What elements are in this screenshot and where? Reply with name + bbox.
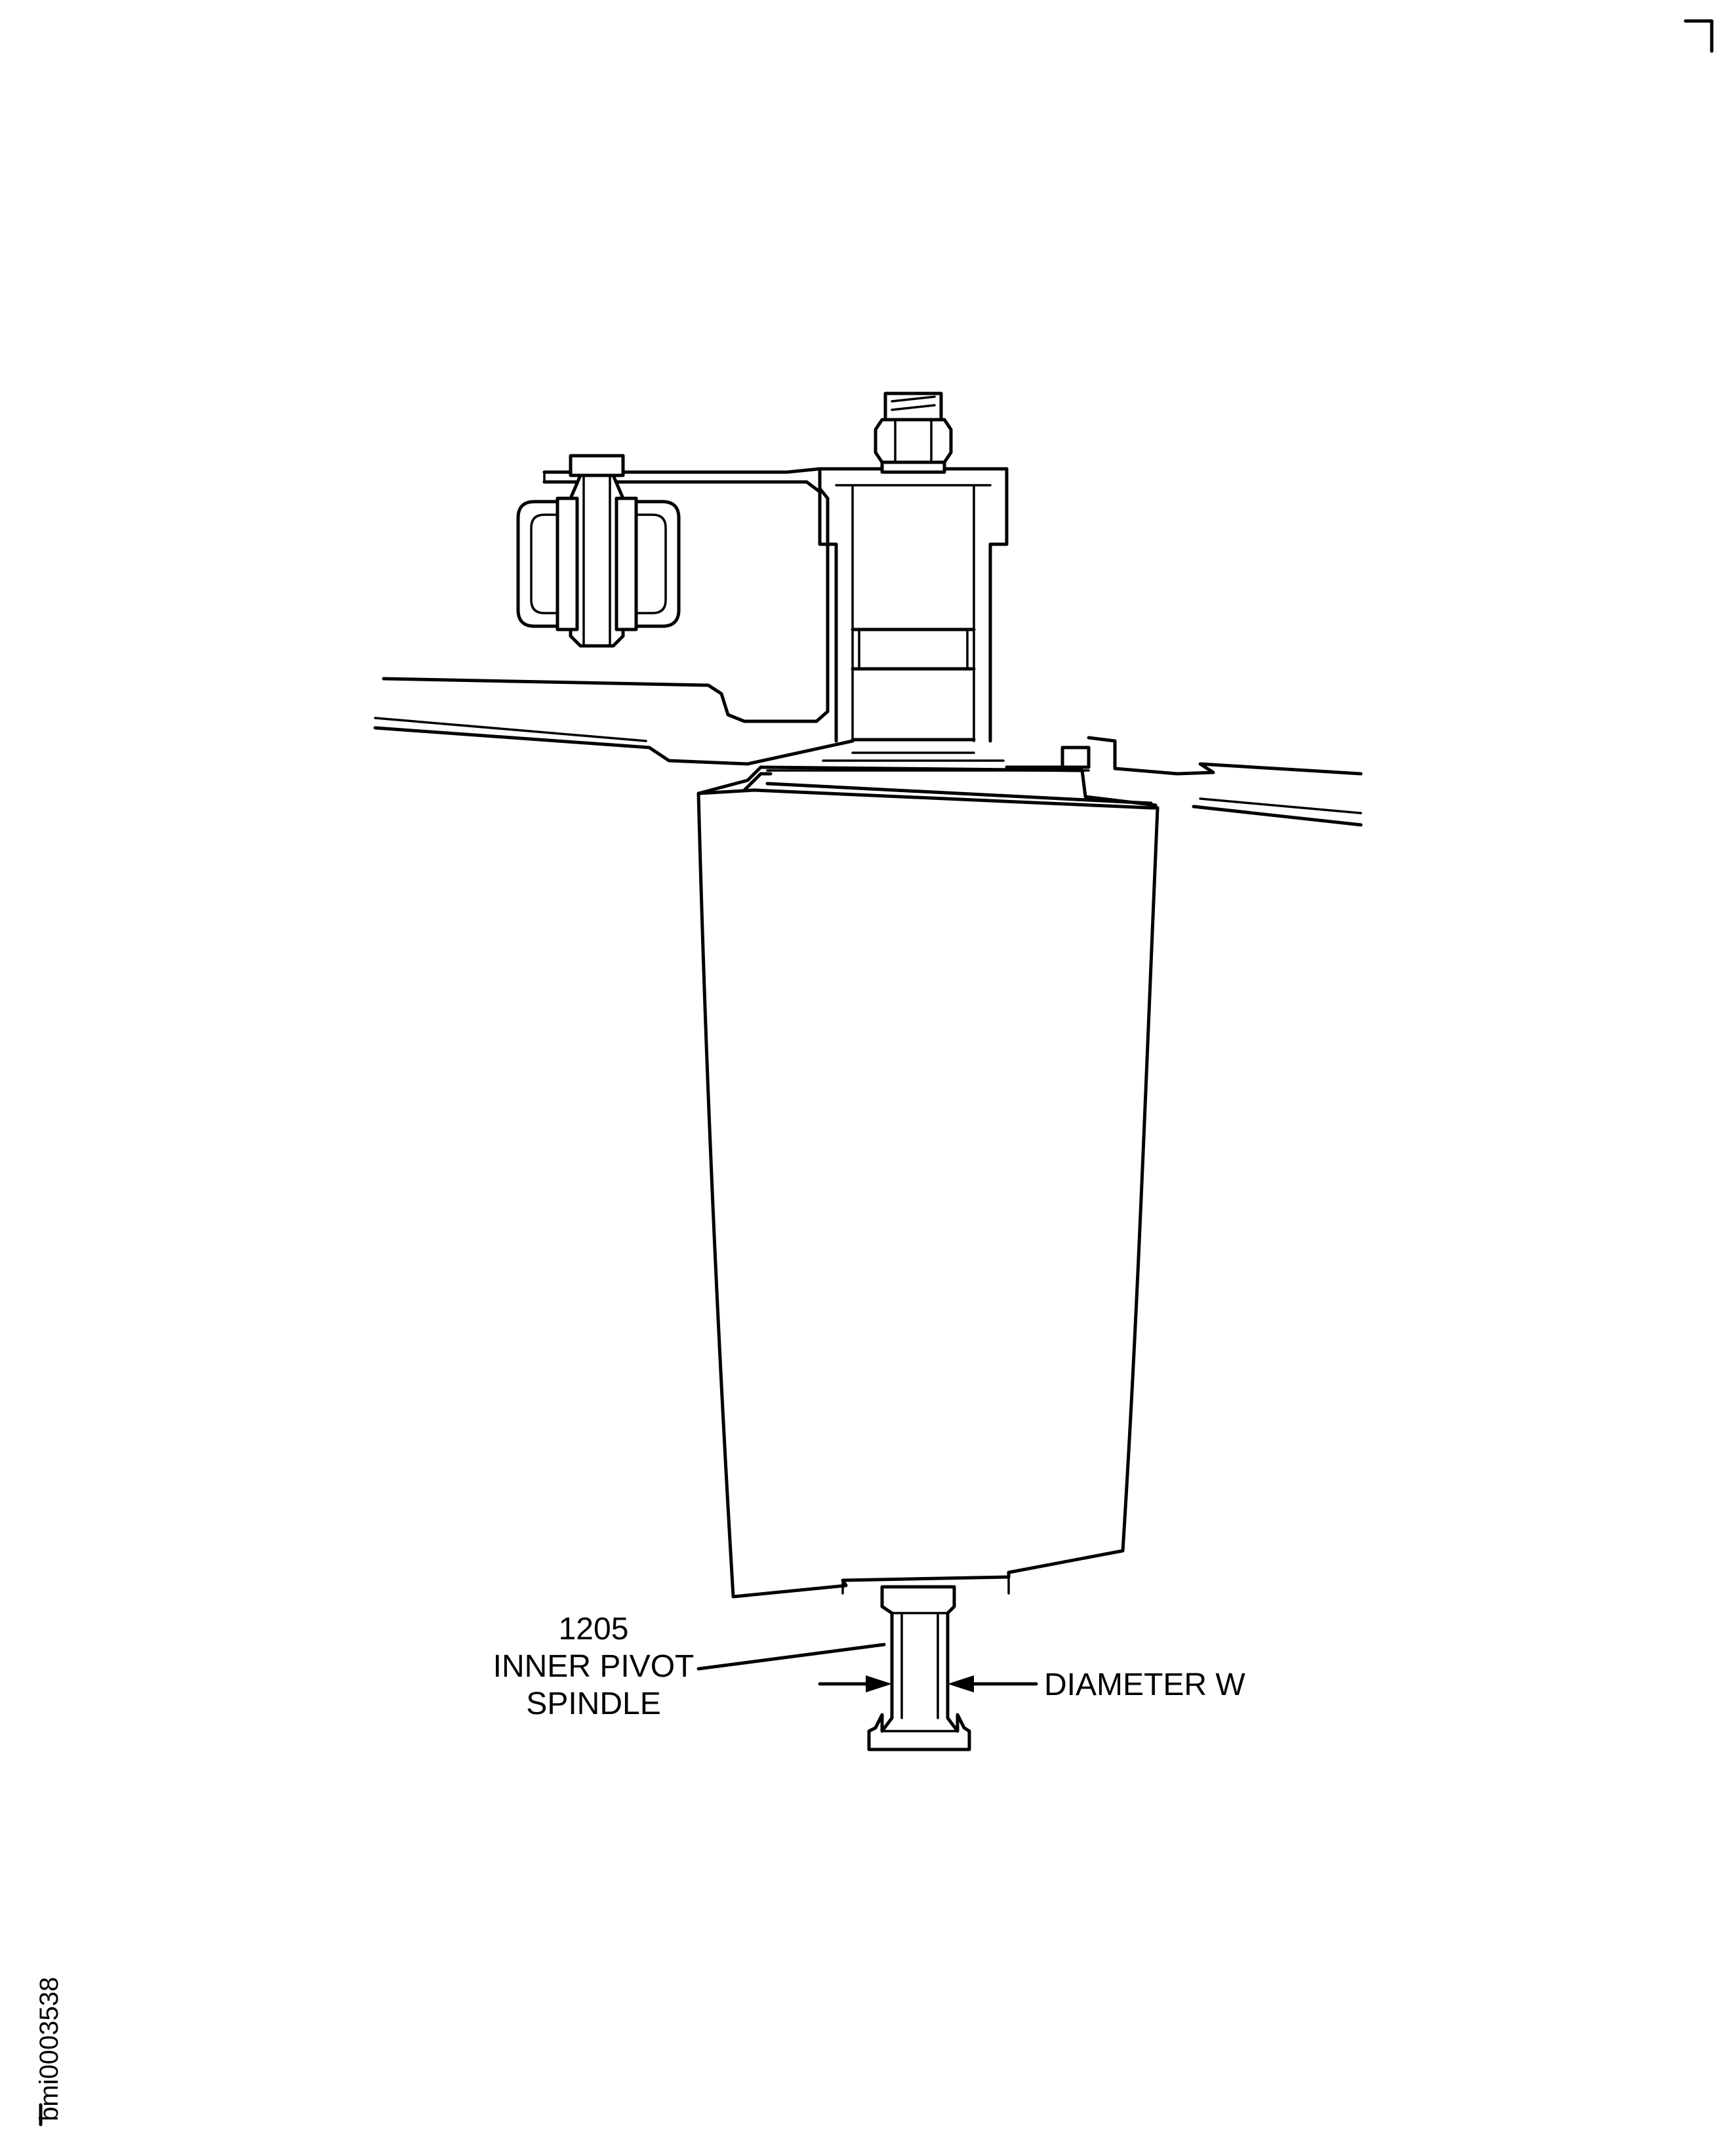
- callout-leader-line: [696, 1643, 886, 1671]
- callout-part-name-line1: INNER PIVOT: [493, 1649, 695, 1684]
- callout-part-number: 1205: [559, 1612, 629, 1647]
- lever-arm: [542, 467, 822, 494]
- unison-ring-bushing: [516, 454, 681, 648]
- crop-mark-top-right: [1684, 19, 1714, 53]
- dimension-arrow-right: [948, 1675, 1038, 1692]
- dimension-label: DIAMETER W: [1044, 1668, 1245, 1702]
- callout-part-name-line2: SPINDLE: [526, 1687, 660, 1721]
- outer-nut: [874, 391, 953, 474]
- dimension-arrow-left: [818, 1675, 892, 1692]
- outer-case: [373, 467, 1363, 827]
- inner-pivot-spindle: [867, 1585, 971, 1751]
- outer-trunnion-housing: [818, 467, 1009, 762]
- vane-airfoil: [696, 788, 1160, 1599]
- figure-id: bmi0003538: [35, 1977, 64, 2121]
- vane-platform: [696, 765, 1158, 807]
